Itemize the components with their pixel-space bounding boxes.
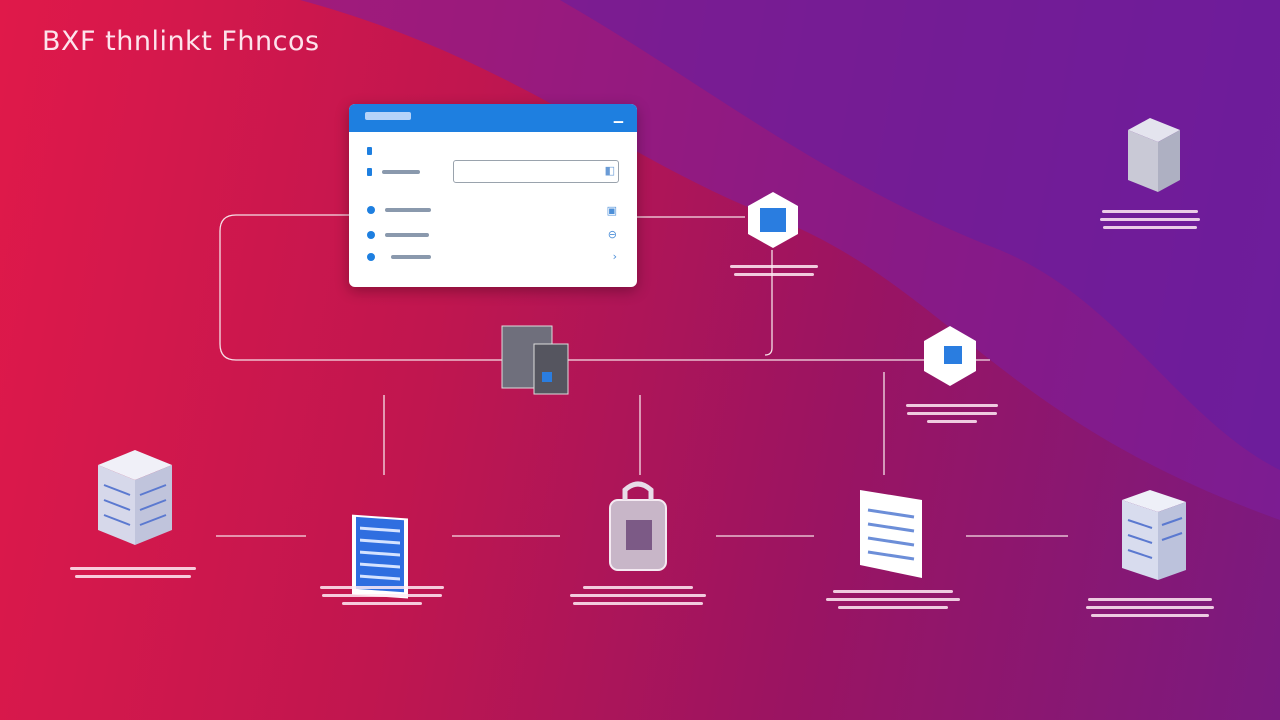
node-label [70, 567, 196, 578]
server-icon [1122, 490, 1186, 580]
node-label [1100, 210, 1200, 229]
shield-icon [367, 231, 375, 239]
hexagon-app-icon [748, 192, 798, 248]
row-label [382, 170, 420, 174]
settings-dialog[interactable]: ▁ ◧ ▣ ⊖ › [349, 104, 637, 287]
node-label [1086, 598, 1214, 617]
globe-icon [367, 206, 375, 214]
minimize-icon[interactable]: ▁ [613, 109, 623, 123]
node-label [826, 590, 960, 609]
cloud-icon [367, 253, 375, 261]
dialog-row[interactable] [367, 253, 431, 261]
file-icon [367, 147, 372, 155]
dialog-header: ▁ [349, 104, 637, 132]
dialog-row[interactable] [367, 231, 429, 239]
text-input[interactable]: ◧ [453, 160, 619, 183]
node-label [906, 404, 998, 423]
row-label [391, 255, 431, 259]
server-icon [1128, 118, 1180, 192]
device-icon [501, 325, 569, 395]
row-label [385, 208, 431, 212]
node-label [730, 265, 818, 276]
node-label [320, 586, 444, 605]
document-icon [860, 490, 922, 578]
connector-lines [216, 214, 1068, 537]
hexagon-app-icon [924, 326, 976, 386]
user-icon [367, 168, 372, 176]
dialog-title [365, 112, 411, 120]
dialog-row [367, 168, 420, 176]
stack-icon [98, 450, 172, 545]
wave-shape-2 [560, 0, 1280, 470]
row-action-icon[interactable]: ▣ [606, 204, 617, 217]
diagram-title: BXF thnlinkt Fhncos [42, 26, 320, 57]
input-icon: ◧ [604, 164, 615, 177]
chevron-icon[interactable]: › [612, 250, 617, 263]
row-label [385, 233, 429, 237]
wave-shape [300, 0, 1280, 520]
dialog-row [367, 147, 372, 155]
dialog-row[interactable] [367, 206, 431, 214]
node-label [570, 586, 706, 605]
lock-icon [609, 481, 667, 571]
document-icon [352, 514, 408, 599]
lock-small-icon[interactable]: ⊖ [607, 228, 617, 241]
